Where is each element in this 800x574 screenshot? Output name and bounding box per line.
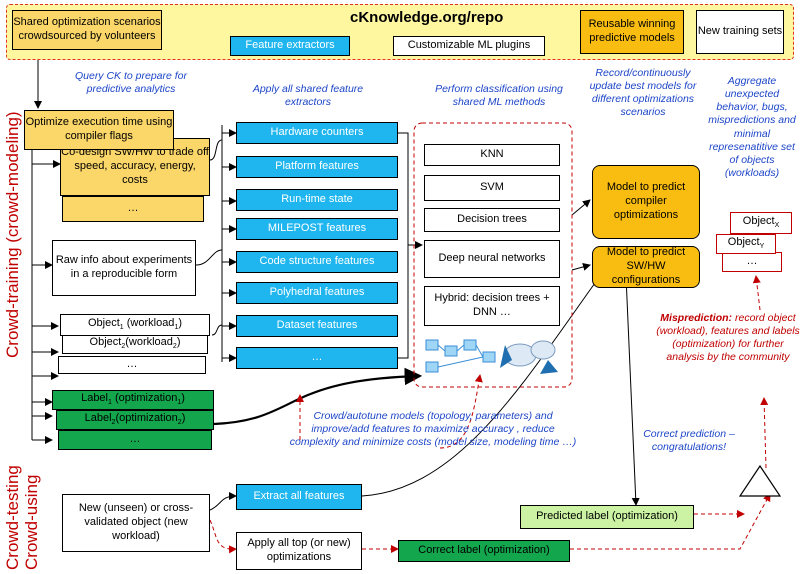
feature-hardware-counters[interactable]: Hardware counters <box>236 122 398 144</box>
note-crowd-tune: Crowd/autotune models (topology, paramet… <box>289 410 577 449</box>
scenario-optimize-box[interactable]: Optimize execution time using compiler f… <box>24 110 174 150</box>
feature-polyhedral[interactable]: Polyhedral features <box>236 282 398 304</box>
label-more-box[interactable]: … <box>58 430 212 450</box>
object-1-box[interactable]: Object1 (workload1) <box>60 314 210 336</box>
feature-code-structure[interactable]: Code structure features <box>236 251 398 273</box>
model-compiler-box[interactable]: Model to predict compiler optimizations <box>592 165 700 239</box>
ml-decision-trees-box[interactable]: Decision trees <box>424 208 560 232</box>
ml-knn-box[interactable]: KNN <box>424 144 560 166</box>
training-sets-box[interactable]: New training sets <box>696 10 784 54</box>
side-label-crowd-training: Crowd-training (crowd-modeling) <box>3 111 22 358</box>
ml-plugins-box[interactable]: Customizable ML plugins <box>393 36 545 56</box>
side-label-crowd-using: Crowd-using <box>22 474 41 570</box>
feature-runtime-state[interactable]: Run-time state <box>236 189 398 211</box>
decision-triangle <box>738 464 782 497</box>
predicted-label-box[interactable]: Predicted label (optimization) <box>520 505 694 529</box>
model-swhw-box[interactable]: Model to predict SW/HW configurations <box>592 246 700 288</box>
agg-object-x[interactable]: ObjectX <box>730 212 792 234</box>
agg-object-y[interactable]: ObjectY <box>716 234 776 254</box>
scenario-more-box[interactable]: … <box>62 196 204 222</box>
repo-title: cKnowledge.org/repo <box>350 9 504 26</box>
agg-object-more[interactable]: … <box>722 252 782 272</box>
note-query-ck: Query CK to prepare for predictive analy… <box>74 70 188 96</box>
extract-all-features-box[interactable]: Extract all features <box>236 484 362 510</box>
misprediction-heading: Misprediction: <box>660 312 733 324</box>
note-record-models: Record/continuously update best models f… <box>589 67 697 119</box>
note-perform-classification: Perform classification using shared ML m… <box>435 83 563 109</box>
misprediction-text: record object (workload), features and l… <box>656 312 800 364</box>
ml-hybrid-box[interactable]: Hybrid: decision trees + DNN … <box>424 286 560 326</box>
apply-optimizations-box[interactable]: Apply all top (or new) optimizations <box>236 532 362 570</box>
raw-info-box[interactable]: Raw info about experiments in a reproduc… <box>52 240 196 296</box>
note-apply-extractors: Apply all shared feature extractors <box>252 83 364 109</box>
winning-models-box[interactable]: Reusable winning predictive models <box>580 10 684 54</box>
neural-network-icon <box>425 339 558 374</box>
ml-dnn-box[interactable]: Deep neural networks <box>424 240 560 278</box>
note-correct-prediction: Correct prediction – congratulations! <box>643 428 735 454</box>
ml-methods-frame <box>413 122 573 388</box>
feature-more[interactable]: … <box>236 347 398 369</box>
new-object-box[interactable]: New (unseen) or cross-validated object (… <box>62 494 210 552</box>
label-1-box[interactable]: Label1 (optimization1) <box>52 390 214 410</box>
feature-dataset[interactable]: Dataset features <box>236 315 398 337</box>
correct-label-box[interactable]: Correct label (optimization) <box>398 540 570 562</box>
note-misprediction: Misprediction: record object (workload),… <box>656 312 800 365</box>
label-2-box[interactable]: Label2(optimization2) <box>56 410 214 430</box>
feature-platform[interactable]: Platform features <box>236 156 398 178</box>
side-label-crowd-testing: Crowd-testing <box>3 465 22 570</box>
feature-milepost[interactable]: MILEPOST features <box>236 218 398 240</box>
object-more-box[interactable]: … <box>58 356 206 374</box>
note-aggregate: Aggregate unexpected behavior, bugs, mis… <box>708 75 796 179</box>
object-2-box[interactable]: Object2(workload2) <box>62 334 208 354</box>
shared-scenarios-box[interactable]: Shared optimization scenarios crowdsourc… <box>12 10 162 50</box>
feature-extractors-box[interactable]: Feature extractors <box>230 36 350 56</box>
ml-svm-box[interactable]: SVM <box>424 175 560 201</box>
